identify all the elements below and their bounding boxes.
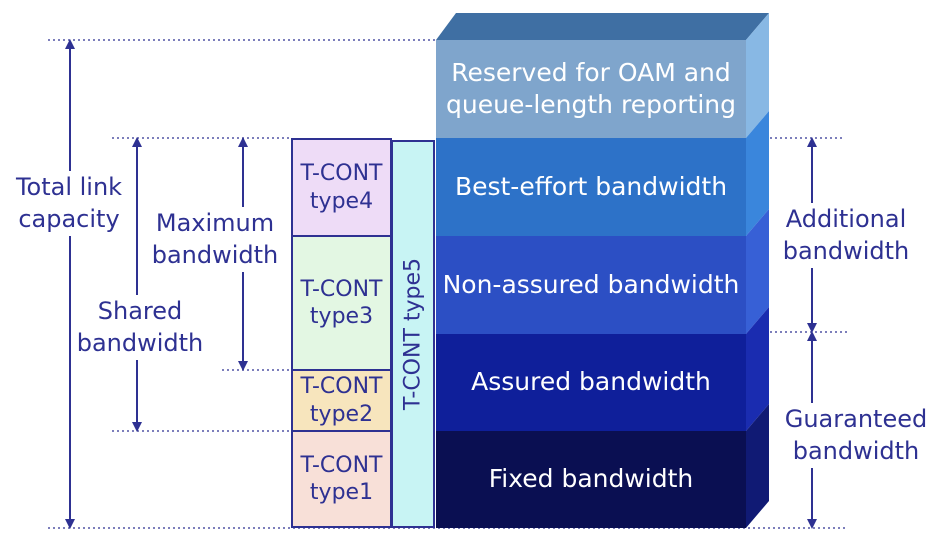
- best-effort-label: Best-effort bandwidth: [454, 171, 728, 201]
- fixed-label: Fixed bandwidth: [488, 464, 694, 494]
- non-assured-side-face: [746, 209, 769, 334]
- total-label-line-2: capacity: [18, 205, 120, 234]
- reserved-block-line-1: Reserved for OAM and: [451, 57, 731, 87]
- tcont-type4-line-1: T-CONT: [300, 161, 383, 186]
- tcont-type4-line-2: type4: [309, 188, 374, 214]
- tcont-type3-line-1: T-CONT: [300, 276, 383, 302]
- total-label-line-1: Total link: [15, 173, 123, 201]
- fixed-side-face: [746, 404, 769, 528]
- tcont-type5-label: T-CONT type5: [400, 257, 426, 411]
- stack-top-face: [436, 13, 769, 40]
- fixed-block: Fixed bandwidth: [436, 431, 746, 528]
- assured-label: Assured bandwidth: [471, 367, 711, 397]
- shared-bandwidth-label: Shared bandwidth: [75, 295, 205, 360]
- total-link-capacity-label: Total link capacity: [10, 171, 128, 236]
- guaranteed-bandwidth-label: Guaranteed bandwidth: [784, 403, 928, 468]
- reserved-block: Reserved for OAM and queue-length reporti…: [436, 40, 746, 138]
- best-effort-side-face: [746, 111, 769, 236]
- tcont-type3-line-2: type3: [309, 304, 374, 329]
- reserved-side-face: [746, 13, 769, 138]
- maximum-label-line-1: Maximum: [155, 209, 275, 237]
- tcont-type1-line-2: type1: [309, 480, 374, 505]
- tcont-type1-line-1: T-CONT: [300, 452, 383, 478]
- additional-label-line-1: Additional: [785, 205, 907, 233]
- best-effort-block: Best-effort bandwidth: [436, 138, 746, 236]
- guaranteed-label-line-2: bandwidth: [792, 437, 920, 466]
- shared-label-line-1: Shared: [97, 297, 183, 325]
- additional-label-line-2: bandwidth: [782, 237, 910, 266]
- tcont-type2-line-2: type2: [309, 401, 374, 427]
- tcont-type2-line-1: T-CONT: [300, 374, 383, 399]
- reserved-block-line-2: queue-length reporting: [446, 90, 736, 119]
- non-assured-block: Non-assured bandwidth: [436, 236, 746, 334]
- assured-side-face: [746, 307, 769, 431]
- maximum-bandwidth-label: Maximum bandwidth: [150, 207, 280, 272]
- tcont-type5-column: [391, 140, 435, 528]
- maximum-label-line-2: bandwidth: [151, 241, 279, 270]
- guaranteed-label-line-1: Guaranteed: [784, 405, 928, 433]
- shared-label-line-2: bandwidth: [76, 329, 204, 358]
- assured-block: Assured bandwidth: [436, 334, 746, 431]
- non-assured-label: Non-assured bandwidth: [442, 269, 740, 299]
- additional-bandwidth-label: Additional bandwidth: [780, 203, 912, 268]
